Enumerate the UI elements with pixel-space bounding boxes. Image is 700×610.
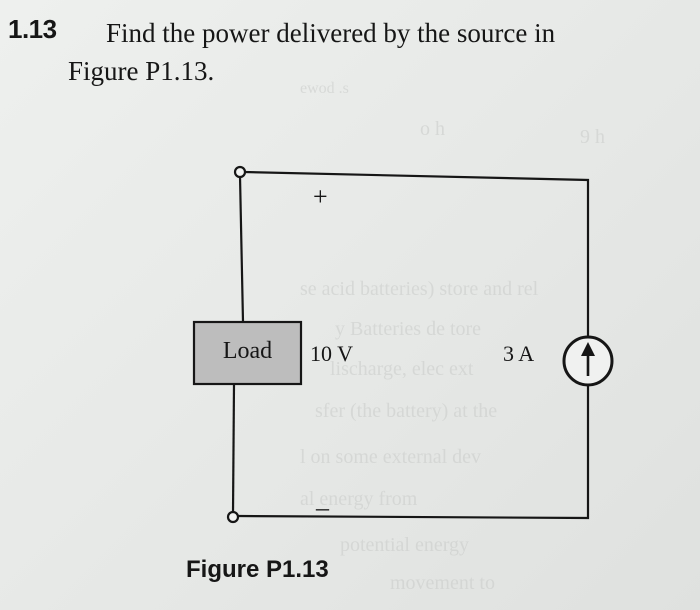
polarity-minus: – xyxy=(316,493,329,522)
bottom-terminal-icon xyxy=(226,510,240,524)
bleed-through-texture: potential energy xyxy=(340,534,470,556)
bleed-through-texture: sfer (the battery) at the xyxy=(315,400,498,422)
bottom-wire xyxy=(237,384,590,520)
bleed-through-texture: 9 h xyxy=(580,126,605,148)
arrow-up-icon xyxy=(581,342,595,376)
bleed-through-texture: movement to xyxy=(390,572,495,594)
problem-number: 1.13 xyxy=(8,14,57,44)
problem-statement-line-2: Figure P1.13. xyxy=(68,56,215,86)
top-terminal-icon xyxy=(233,165,247,179)
figure-caption: Figure P1.13 xyxy=(186,556,329,583)
current-label: 3 A xyxy=(503,341,535,366)
voltage-label: 10 V xyxy=(310,341,353,366)
problem-statement-line-1: Find the power delivered by the source i… xyxy=(106,18,556,48)
load-box xyxy=(192,320,303,386)
load-label: Load xyxy=(222,338,273,364)
left-lower-wire xyxy=(231,383,236,514)
bleed-through-texture: l on some external dev xyxy=(300,446,482,468)
left-upper-wire xyxy=(238,175,245,323)
bleed-through-texture: ewod .s xyxy=(300,80,349,97)
polarity-plus: + xyxy=(313,182,328,211)
top-wire-main xyxy=(243,170,590,340)
bleed-through-texture: y Batteries de tore xyxy=(335,318,482,340)
bleed-through-texture: se acid batteries) store and rel xyxy=(300,278,539,300)
bleed-through-texture: al energy from xyxy=(300,488,418,510)
bleed-through-texture: o h xyxy=(420,118,445,140)
bleed-through-texture: lischarge, elec ext xyxy=(330,358,474,380)
